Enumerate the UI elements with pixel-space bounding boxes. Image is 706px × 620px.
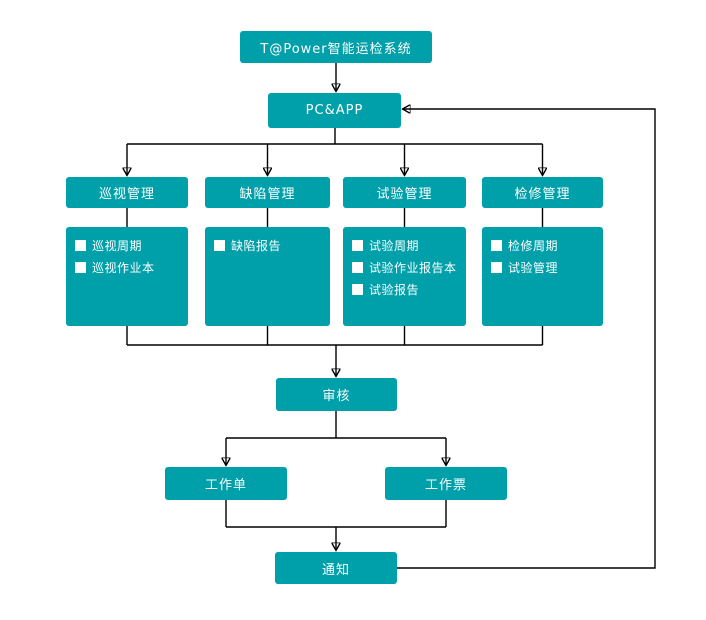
list-item: 缺陷报告 <box>214 234 326 256</box>
list-item: 试验管理 <box>491 256 599 278</box>
item-label: 巡视作业本 <box>92 260 155 275</box>
node-header-test: 试验管理 <box>343 177 466 208</box>
checkbox-icon <box>75 239 86 251</box>
checkbox-icon <box>352 239 363 251</box>
list-item: 试验作业报告本 <box>352 256 462 278</box>
node-header-defect: 缺陷管理 <box>205 177 330 208</box>
node-platform: PC&APP <box>268 93 401 128</box>
list-item: 巡视作业本 <box>75 256 184 278</box>
list-item: 试验周期 <box>352 234 462 256</box>
node-label: 审核 <box>322 389 351 404</box>
node-label: 试验管理 <box>376 187 433 202</box>
list-item: 检修周期 <box>491 234 599 256</box>
checkbox-icon <box>491 239 502 251</box>
node-work-ticket: 工作票 <box>385 467 507 500</box>
node-work-order: 工作单 <box>165 467 287 500</box>
item-label: 巡视周期 <box>92 238 143 253</box>
panel-defect: 缺陷报告 <box>205 227 330 326</box>
list-item: 试验报告 <box>352 278 462 300</box>
node-system-title: T@Power智能运检系统 <box>240 31 432 63</box>
item-label: 缺陷报告 <box>231 238 282 253</box>
panel-overhaul: 检修周期 试验管理 <box>482 227 603 326</box>
node-label: 巡视管理 <box>98 187 155 202</box>
node-notice: 通知 <box>275 552 397 584</box>
checkbox-icon <box>491 261 502 273</box>
item-label: 试验作业报告本 <box>369 260 457 275</box>
node-header-overhaul: 检修管理 <box>482 177 603 208</box>
node-header-patrol: 巡视管理 <box>66 177 188 208</box>
item-label: 检修周期 <box>508 238 559 253</box>
node-label: PC&APP <box>305 103 364 118</box>
checkbox-icon <box>352 261 363 273</box>
node-label: 通知 <box>321 562 350 578</box>
item-label: 试验周期 <box>369 238 420 253</box>
node-label: 检修管理 <box>514 187 571 202</box>
node-label: 缺陷管理 <box>239 187 296 202</box>
item-label: 试验管理 <box>508 260 559 275</box>
list-item: 巡视周期 <box>75 234 184 256</box>
node-label: 工作票 <box>424 478 467 493</box>
node-label: 工作单 <box>204 478 247 493</box>
node-review: 审核 <box>276 378 397 411</box>
panel-patrol: 巡视周期 巡视作业本 <box>66 227 188 326</box>
panel-test: 试验周期 试验作业报告本 试验报告 <box>343 227 466 326</box>
checkbox-icon <box>214 239 225 251</box>
checkbox-icon <box>352 283 363 295</box>
connector-notice-feedback <box>397 109 656 569</box>
checkbox-icon <box>75 261 86 273</box>
item-label: 试验报告 <box>369 282 420 297</box>
node-label: T@Power智能运检系统 <box>260 41 412 57</box>
